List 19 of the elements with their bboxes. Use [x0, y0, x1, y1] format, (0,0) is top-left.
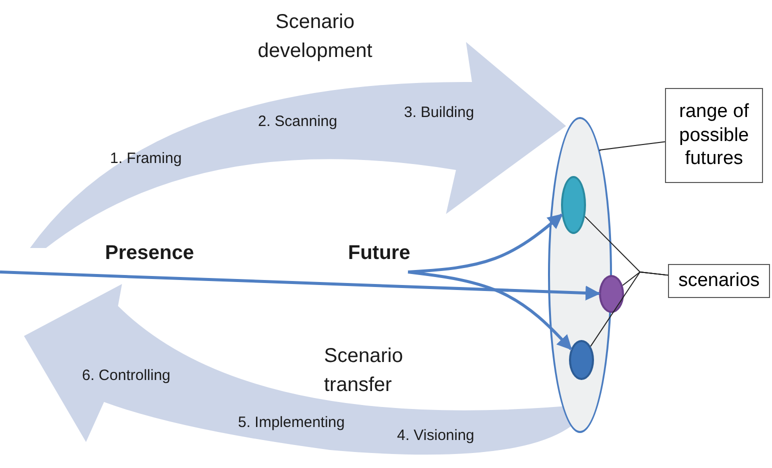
arrow [408, 270, 572, 350]
stage-heading: Scenario development [256, 10, 374, 64]
arrow [408, 214, 563, 274]
step-label: 2. Scanning [258, 113, 338, 131]
timeline-label: Future [348, 241, 410, 265]
scenario-ellipse [599, 275, 624, 313]
timeline-label: Presence [105, 241, 194, 265]
step-label: 1. Framing [110, 150, 182, 168]
step-label: 4. Visioning [397, 427, 474, 445]
step-label: 5. Implementing [238, 414, 345, 432]
label-box: scenarios [668, 264, 770, 298]
arrow [0, 270, 600, 301]
step-label: 3. Building [404, 104, 474, 122]
stage-heading: Scenario transfer [324, 344, 404, 398]
scenario-ellipse [569, 340, 594, 380]
leader-line [590, 271, 668, 347]
step-label: 6. Controlling [82, 367, 170, 385]
label-box: range of possible futures [665, 88, 763, 183]
leader-line [599, 141, 666, 152]
